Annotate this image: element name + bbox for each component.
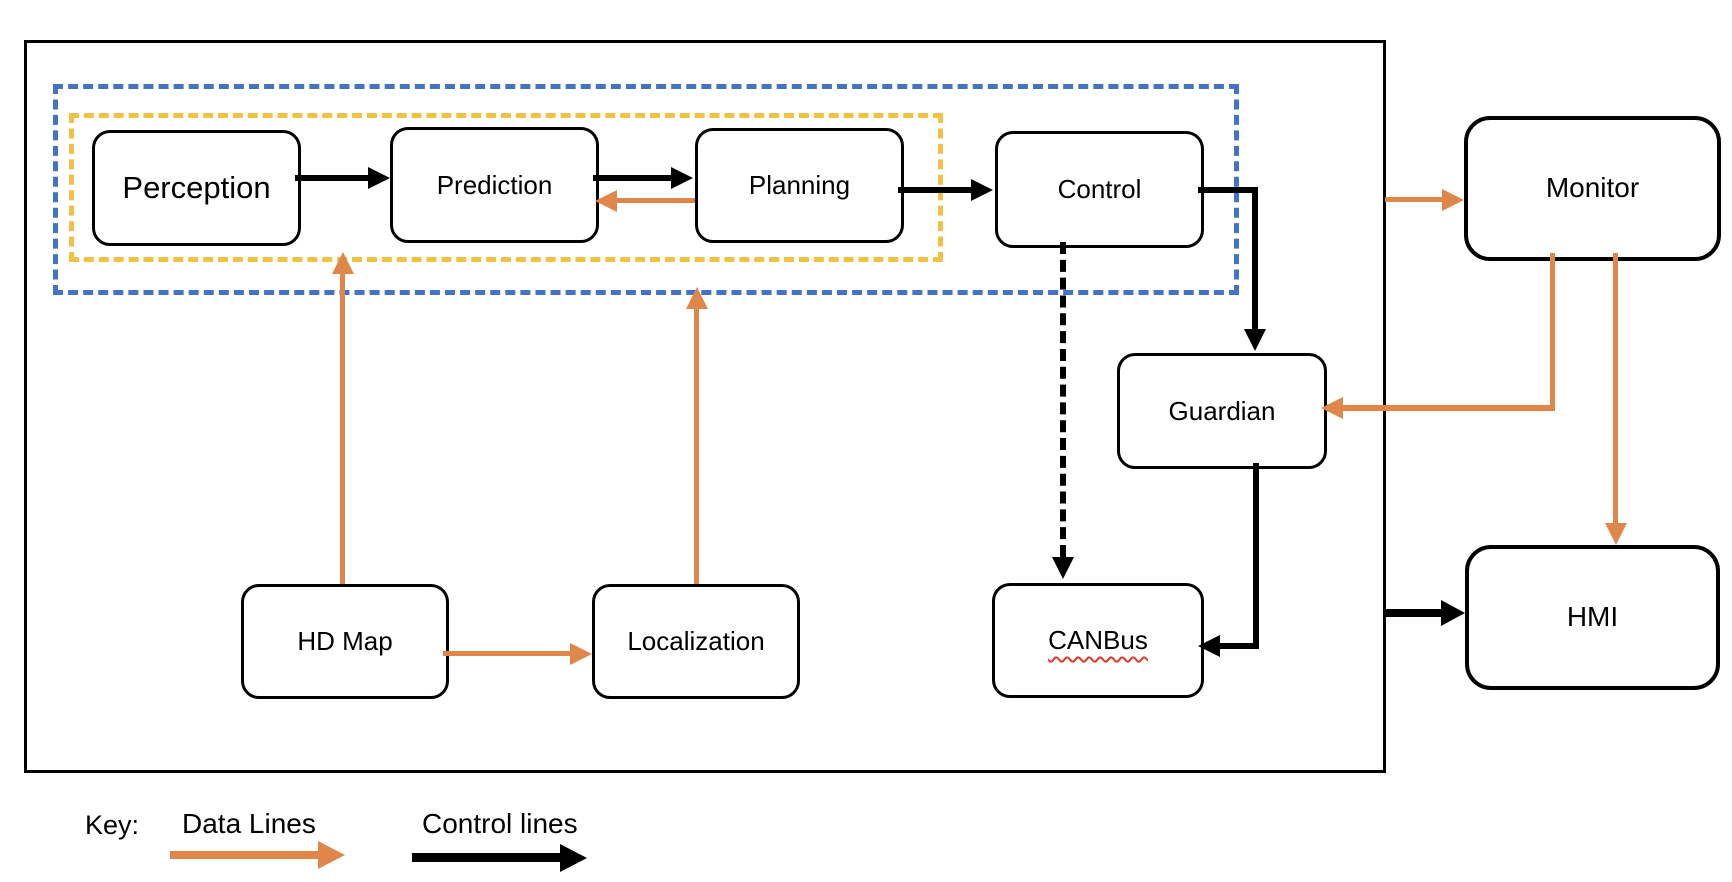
node-planning-label: Planning (748, 170, 851, 201)
node-guardian-label: Guardian (1168, 395, 1276, 426)
node-canbus-label: CANBus (1048, 625, 1148, 656)
node-localization: Localization (592, 584, 800, 699)
node-hdmap-label: HD Map (297, 626, 393, 657)
legend-data-lines-label: Data Lines (182, 808, 316, 839)
node-planning: Planning (695, 128, 904, 243)
node-perception: Perception (92, 130, 301, 246)
node-prediction-label: Prediction (436, 169, 553, 200)
node-guardian: Guardian (1117, 353, 1327, 469)
node-monitor-label: Monitor (1545, 172, 1640, 204)
node-hmi-label: HMI (1566, 601, 1619, 633)
legend-key-label: Key: (85, 810, 140, 840)
node-prediction: Prediction (390, 127, 599, 243)
node-hdmap: HD Map (241, 584, 449, 699)
node-perception-label: Perception (122, 169, 271, 205)
node-localization-label: Localization (627, 626, 765, 657)
node-control-label: Control (1057, 174, 1142, 205)
node-canbus: CANBus (992, 583, 1204, 698)
legend-control-lines-label: Control lines (422, 808, 578, 839)
node-hmi: HMI (1465, 545, 1720, 690)
node-control: Control (995, 131, 1204, 248)
node-monitor: Monitor (1464, 116, 1721, 261)
